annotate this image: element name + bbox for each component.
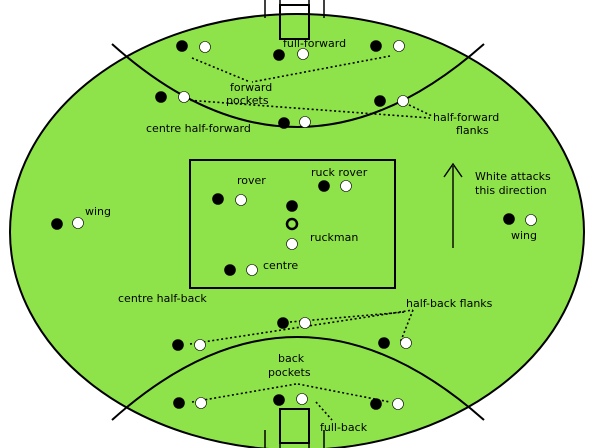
- label-wing-right: wing: [511, 229, 537, 242]
- label-back-pockets-line2: pockets: [268, 366, 311, 379]
- player-white-centre: [246, 264, 258, 276]
- label-centre: centre: [263, 259, 298, 272]
- label-full-back: full-back: [320, 421, 368, 434]
- player-black-forward-pocket-right: [370, 40, 382, 52]
- player-black-centre: [224, 264, 236, 276]
- player-white-half-back-right: [400, 337, 412, 349]
- label-half-back-flanks: half-back flanks: [406, 297, 493, 310]
- attack-direction-arrow: [443, 162, 463, 248]
- players: [51, 40, 537, 410]
- label-wing-left: wing: [85, 205, 111, 218]
- label-forward-pockets-line1: forward: [230, 81, 272, 94]
- top-goal-square: [279, 4, 310, 40]
- position-labels: full-forward forward pockets half-forwar…: [85, 37, 551, 434]
- back-50-arc: [111, 336, 485, 421]
- player-black-full-forward: [273, 49, 285, 61]
- forward-50-arc: [111, 43, 485, 128]
- player-white-forward-pocket-left: [199, 41, 211, 53]
- player-white-full-forward: [297, 48, 309, 60]
- label-back-pockets-line1: back: [278, 352, 305, 365]
- player-white-half-forward-right: [397, 95, 409, 107]
- player-black-ruckman: [286, 200, 298, 212]
- player-white-forward-pocket-right: [393, 40, 405, 52]
- player-black-back-pocket-right: [370, 398, 382, 410]
- player-white-wing-left: [72, 217, 84, 229]
- label-attack-direction-line1: White attacks: [475, 170, 551, 183]
- label-rover: rover: [237, 174, 266, 187]
- label-full-forward: full-forward: [283, 37, 346, 50]
- player-black-centre-half-back: [277, 317, 289, 329]
- player-white-rover: [235, 194, 247, 206]
- player-white-centre-half-back: [299, 317, 311, 329]
- player-black-half-back-left: [172, 339, 184, 351]
- player-black-rover: [212, 193, 224, 205]
- player-white-full-back: [296, 393, 308, 405]
- player-black-back-pocket-left: [173, 397, 185, 409]
- player-black-forward-pocket-left: [176, 40, 188, 52]
- centre-square: [189, 159, 396, 289]
- label-ruckman: ruckman: [310, 231, 358, 244]
- player-white-centre-half-forward: [299, 116, 311, 128]
- player-black-half-forward-right: [374, 95, 386, 107]
- player-white-back-pocket-left: [195, 397, 207, 409]
- bottom-goal-posts: [264, 430, 325, 448]
- label-attack-direction-line2: this direction: [475, 184, 547, 197]
- label-centre-half-back: centre half-back: [118, 292, 207, 305]
- player-white-half-forward-left: [178, 91, 190, 103]
- label-half-forward-flanks-line2: flanks: [456, 124, 489, 137]
- top-goal-posts: [264, 0, 325, 18]
- field-oval: [9, 13, 585, 448]
- label-centre-half-forward: centre half-forward: [146, 122, 251, 135]
- player-white-back-pocket-right: [392, 398, 404, 410]
- label-forward-pockets-line2: pockets: [226, 94, 269, 107]
- player-white-wing-right: [525, 214, 537, 226]
- centre-circle: [285, 217, 299, 231]
- player-white-half-back-left: [194, 339, 206, 351]
- bottom-goal-square: [279, 408, 310, 444]
- player-black-half-forward-left: [155, 91, 167, 103]
- label-half-forward-flanks-line1: half-forward: [433, 111, 499, 124]
- player-black-centre-half-forward: [278, 117, 290, 129]
- player-black-half-back-right: [378, 337, 390, 349]
- player-black-wing-left: [51, 218, 63, 230]
- player-black-wing-right: [503, 213, 515, 225]
- player-black-full-back: [273, 394, 285, 406]
- player-white-ruck-rover: [340, 180, 352, 192]
- label-ruck-rover: ruck rover: [311, 166, 368, 179]
- player-white-ruckman: [286, 238, 298, 250]
- player-black-ruck-rover: [318, 180, 330, 192]
